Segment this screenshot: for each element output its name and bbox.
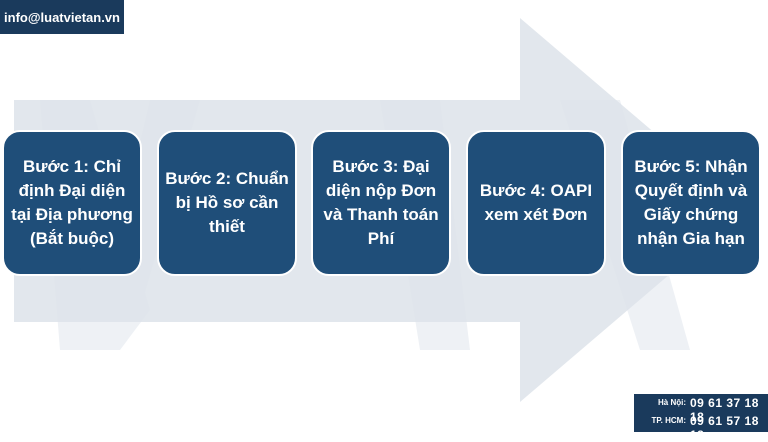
hotline-city: TP. HCM: [651,416,686,425]
step-2-box: Bước 2: Chuẩn bị Hồ sơ cần thiết [157,130,297,276]
hotline-hcm: TP. HCM: 09 61 57 18 18 [634,413,768,442]
step-5-box: Bước 5: Nhận Quyết định và Giấy chứng nh… [621,130,761,276]
step-1-box: Bước 1: Chỉ định Đại diện tại Địa phương… [2,130,142,276]
step-5-label: Bước 5: Nhận Quyết định và Giấy chứng nh… [634,157,748,248]
step-4-label: Bước 4: OAPI xem xét Đơn [479,181,593,224]
step-3-box: Bước 3: Đại diện nộp Đơn và Thanh toán P… [311,130,451,276]
steps-flow: Bước 1: Chỉ định Đại diện tại Địa phương… [2,130,761,276]
hotline-hanoi: Hà Nội: 09 61 37 18 18 [634,395,768,424]
hotline-number[interactable]: 09 61 37 18 18 [690,396,759,424]
hotline-box: Hà Nội: 09 61 37 18 18 TP. HCM: 09 61 57… [634,394,768,442]
step-3-label: Bước 3: Đại diện nộp Đơn và Thanh toán P… [323,157,439,248]
hotline-city: Hà Nội: [658,398,686,407]
step-1-label: Bước 1: Chỉ định Đại diện tại Địa phương… [11,157,133,248]
email-badge[interactable]: info@luatvietan.vn [0,0,124,34]
hotline-number[interactable]: 09 61 57 18 18 [690,414,759,442]
step-2-label: Bước 2: Chuẩn bị Hồ sơ cần thiết [165,169,289,236]
email-text[interactable]: info@luatvietan.vn [4,9,120,25]
step-4-box: Bước 4: OAPI xem xét Đơn [466,130,606,276]
